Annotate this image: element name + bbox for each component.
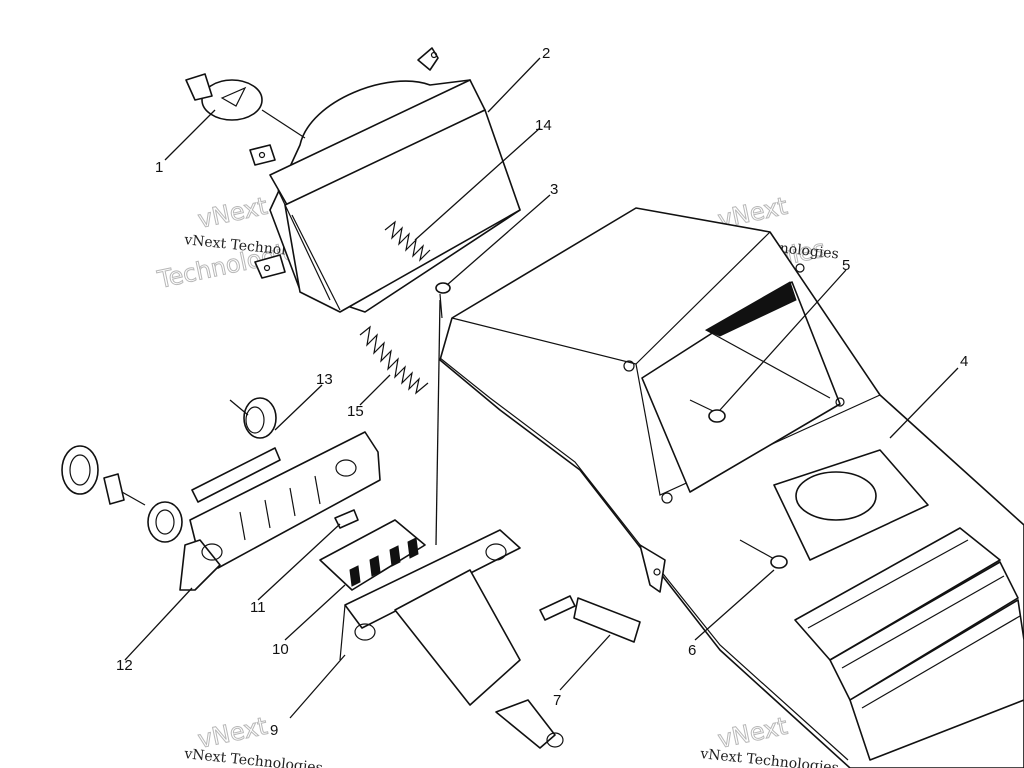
screw-3 (435, 282, 451, 319)
spring-14 (384, 220, 431, 262)
callout-11: 11 (250, 599, 266, 616)
watermark-bottom-left: vNext vNext Technologies (183, 711, 324, 768)
ignition-switch (61, 445, 99, 495)
callout-12: 12 (116, 657, 133, 674)
ignition-key (103, 473, 146, 506)
switch-panel-bracket (179, 431, 381, 591)
callout-15: 15 (347, 403, 364, 420)
spring-15 (359, 325, 429, 395)
callout-14: 14 (535, 117, 552, 134)
callout-7: 7 (553, 692, 561, 709)
fuse-block (319, 519, 426, 591)
screw-6 (739, 539, 788, 569)
leader-lines (124, 57, 959, 719)
screw-5 (689, 399, 726, 423)
headlight-bulb (185, 73, 306, 139)
svg-text:vNext: vNext (195, 192, 269, 234)
ignition-nut (147, 501, 183, 543)
grommet-13 (243, 397, 277, 439)
callout-10: 10 (272, 641, 289, 658)
callout-labels: 1 2 3 4 5 6 7 9 10 11 12 13 14 15 (116, 45, 968, 739)
callout-1: 1 (155, 159, 163, 176)
callout-5: 5 (842, 257, 850, 274)
svg-text:vNext Technologies: vNext Technologies (183, 746, 324, 768)
connector-7 (539, 595, 641, 643)
callout-13: 13 (316, 371, 333, 388)
svg-text:vNext Technologies: vNext Technologies (699, 746, 840, 768)
callout-3: 3 (550, 181, 558, 198)
callout-6: 6 (688, 642, 696, 659)
callout-9: 9 (270, 722, 278, 739)
hood-housing (439, 207, 1024, 768)
callout-2: 2 (542, 45, 550, 62)
mounting-bracket (339, 529, 521, 706)
bulb-socket (495, 699, 564, 749)
callout-4: 4 (960, 353, 968, 370)
headlight-housing (249, 47, 521, 313)
svg-text:vNext: vNext (715, 712, 789, 754)
